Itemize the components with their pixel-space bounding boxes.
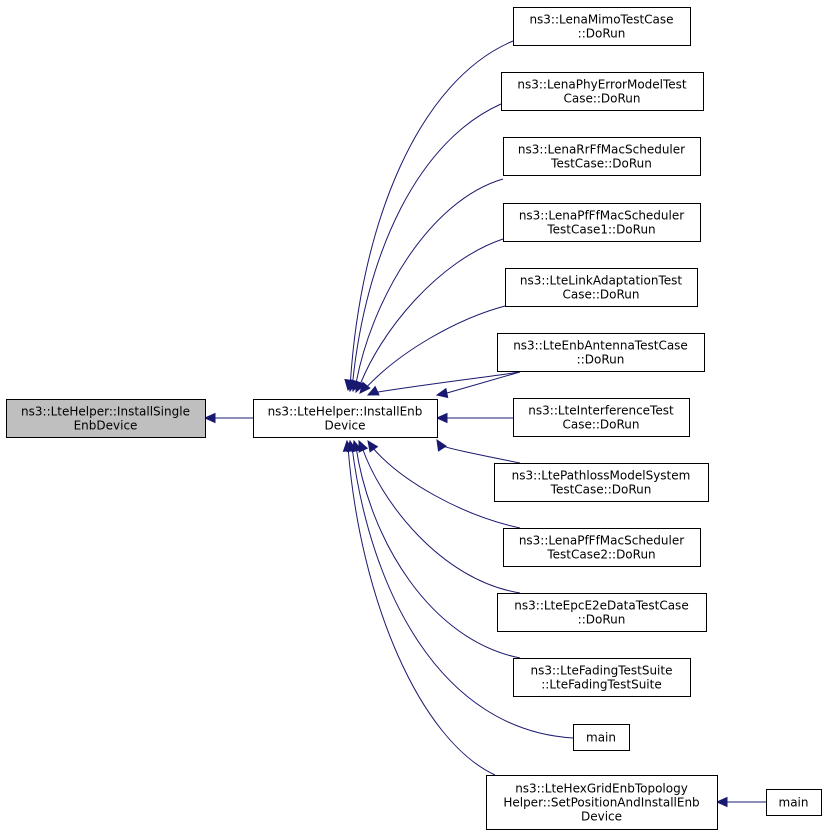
- node-label-line: ns3::LteInterferenceTest: [528, 404, 674, 418]
- node-box: [513, 7, 691, 46]
- node-label-line: Case::DoRun: [562, 418, 639, 432]
- node-label-line: main: [586, 731, 616, 745]
- edge-lena-phy-to-install-enb: [351, 103, 502, 390]
- node-label-line: TestCase1::DoRun: [546, 223, 655, 237]
- node-label-line: ns3::LteLinkAdaptationTest: [520, 274, 682, 288]
- node-box: [497, 593, 707, 632]
- edge-lte-link-to-install-enb: [362, 305, 506, 392]
- node-label-line: TestCase::DoRun: [550, 483, 652, 497]
- node-label-line: ns3::LteHexGridEnbTopology: [515, 782, 688, 796]
- node-label-line: ns3::LteFadingTestSuite: [531, 664, 673, 678]
- edge-lte-epc-to-install-enb-arrowhead: [358, 439, 369, 453]
- edge-lena-pf2-to-install-enb: [371, 446, 521, 529]
- node-hexgrid[interactable]: ns3::LteHexGridEnbTopologyHelper::SetPos…: [486, 775, 718, 830]
- node-label-line: Device: [324, 419, 365, 433]
- edge-main1-to-install-enb: [351, 446, 574, 739]
- node-label-line: Case::DoRun: [562, 288, 639, 302]
- node-label-line: TestCase2::DoRun: [546, 548, 655, 562]
- node-lte-enb-antenna[interactable]: ns3::LteEnbAntennaTestCase::DoRun: [497, 333, 705, 372]
- node-box: [513, 398, 690, 437]
- node-box: [505, 268, 698, 307]
- node-box: [486, 775, 718, 830]
- node-label-line: ns3::LenaPhyErrorModelTest: [517, 78, 687, 92]
- node-main1[interactable]: main: [573, 724, 630, 751]
- edge-lena-pf2-to-install-enb-arrowhead: [367, 440, 379, 453]
- node-box: [573, 724, 630, 751]
- edge-hexgrid-to-install-enb-arrowhead: [342, 439, 354, 452]
- node-label-line: Case::DoRun: [563, 92, 640, 106]
- edge-lena-pf1-to-install-enb-arrowhead: [355, 380, 366, 394]
- node-lena-pf2[interactable]: ns3::LenaPfFfMacSchedulerTestCase2::DoRu…: [503, 528, 701, 567]
- node-label-line: ns3::LteHelper::InstallEnb: [268, 405, 423, 419]
- edge-lena-mimo-to-install-enb: [349, 40, 514, 389]
- node-label-line: ns3::LenaPfFfMacScheduler: [519, 209, 684, 223]
- edge-lte-epc-to-install-enb: [361, 446, 521, 594]
- edge-lte-fading-to-install-enb: [355, 446, 521, 659]
- node-label-line: ns3::LteEpcE2eDataTestCase: [514, 599, 688, 613]
- node-box: [503, 137, 701, 176]
- edge-lte-pathloss-to-install-enb: [437, 443, 521, 464]
- edge-hexgrid-to-install-enb: [347, 446, 496, 776]
- edge-lte-pathloss-to-install-enb-arrowhead: [436, 438, 448, 452]
- node-label-line: EnbDevice: [74, 419, 138, 433]
- edge-lte-link-to-install-enb-arrowhead: [359, 381, 371, 394]
- node-label-line: ns3::LenaMimoTestCase: [529, 13, 673, 27]
- edge-install-enb-to-install-single-arrowhead: [203, 412, 216, 424]
- edge-lena-pf1-to-install-enb: [357, 238, 504, 391]
- call-edges: [203, 40, 766, 808]
- node-label-line: main: [779, 796, 809, 810]
- node-box: [503, 528, 701, 567]
- node-label-line: Device: [581, 810, 622, 824]
- node-label-line: ::LteFadingTestSuite: [541, 678, 661, 692]
- node-box: [253, 399, 438, 438]
- edge-main2-to-hexgrid-arrowhead: [715, 796, 728, 808]
- edge-lte-interference-to-install-enb-arrowhead: [435, 412, 448, 424]
- node-label-line: ::DoRun: [578, 613, 626, 627]
- edge-lte-enb-antenna-straight-to-install-enb: [446, 371, 521, 394]
- node-lte-fading[interactable]: ns3::LteFadingTestSuite::LteFadingTestSu…: [513, 658, 691, 697]
- node-label-line: Helper::SetPositionAndInstallEnb: [503, 796, 699, 810]
- node-box: [494, 463, 709, 502]
- node-box: [501, 72, 704, 111]
- edge-lte-enb-antenna-to-install-enb: [371, 371, 521, 394]
- node-lte-epc[interactable]: ns3::LteEpcE2eDataTestCase::DoRun: [497, 593, 707, 632]
- node-label-line: ns3::LenaPfFfMacScheduler: [519, 534, 684, 548]
- node-lena-pf1[interactable]: ns3::LenaPfFfMacSchedulerTestCase1::DoRu…: [503, 203, 701, 242]
- node-label-line: ::DoRun: [578, 27, 626, 41]
- node-main2[interactable]: main: [766, 789, 822, 816]
- call-nodes: ns3::LteHelper::InstallSingleEnbDevicens…: [6, 7, 822, 830]
- edge-lte-enb-antenna-to-install-enb-arrowhead: [366, 385, 380, 396]
- node-label-line: ns3::LenaRrFfMacScheduler: [518, 143, 685, 157]
- node-box: [766, 789, 822, 816]
- edge-lena-rr-to-install-enb: [354, 178, 504, 390]
- node-box: [497, 333, 705, 372]
- node-box: [513, 658, 691, 697]
- node-lena-mimo[interactable]: ns3::LenaMimoTestCase::DoRun: [513, 7, 691, 46]
- node-box: [6, 399, 206, 438]
- node-lte-pathloss[interactable]: ns3::LtePathlossModelSystemTestCase::DoR…: [494, 463, 709, 502]
- node-label-line: ::DoRun: [577, 353, 625, 367]
- node-box: [503, 203, 701, 242]
- node-label-line: ns3::LteHelper::InstallSingle: [21, 405, 190, 419]
- node-label-line: TestCase::DoRun: [550, 157, 652, 171]
- node-label-line: ns3::LtePathlossModelSystem: [512, 469, 691, 483]
- node-label-line: ns3::LteEnbAntennaTestCase: [513, 339, 688, 353]
- edge-lte-enb-antenna-straight-to-install-enb-arrowhead: [435, 387, 449, 399]
